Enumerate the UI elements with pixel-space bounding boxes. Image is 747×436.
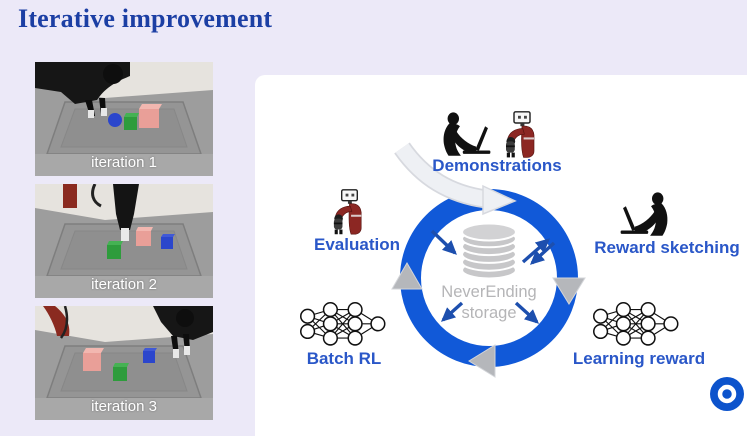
batch-rl-label: Batch RL: [306, 349, 382, 368]
person-at-laptop-mirrored-icon: [620, 192, 668, 236]
iteration-1-photo: iteration 1: [35, 62, 213, 176]
ring-arrowhead-up-icon: [391, 261, 423, 290]
neural-network-learning-reward-icon: [593, 302, 679, 346]
deepmind-logo-icon: [710, 377, 744, 411]
data-flow-arrows: [430, 229, 556, 324]
page-title: Iterative improvement: [18, 4, 273, 33]
arrow-out-to-learning-reward-icon: [514, 301, 540, 324]
iteration-3-label: iteration 3: [91, 398, 157, 415]
storage-label-line2: storage: [461, 304, 517, 322]
robot-arm-icon: [505, 111, 535, 159]
robot-table-scene-2-icon: [35, 184, 213, 298]
iteration-2-photo: iteration 2: [35, 184, 213, 298]
neverending-storage-label: NeverEnding storage: [441, 282, 536, 324]
ring-arrowhead-left-icon: [468, 344, 496, 378]
ring-arrowhead-down-icon: [552, 277, 586, 305]
storage-label-line1: NeverEnding: [441, 283, 537, 301]
learning-reward-label: Learning reward: [572, 349, 706, 368]
demonstrations-label: Demonstrations: [432, 156, 562, 175]
arrow-out-to-batch-rl-icon: [440, 301, 464, 322]
person-at-laptop-icon: [443, 112, 491, 156]
robot-table-scene-1-icon: [35, 62, 213, 176]
robot-arm-evaluation-icon: [333, 189, 362, 235]
iteration-2-label: iteration 2: [91, 276, 157, 293]
reward-sketching-label: Reward sketching: [594, 238, 740, 257]
evaluation-label: Evaluation: [314, 235, 400, 254]
arrow-in-from-demonstrations-icon: [430, 229, 457, 255]
neural-network-batch-rl-icon: [300, 302, 386, 346]
robot-table-scene-3-icon: [35, 306, 213, 420]
iteration-3-photo: iteration 3: [35, 306, 213, 420]
swoosh-arrow-icon: [394, 142, 517, 216]
cycle-direction-arrowheads: [391, 261, 586, 378]
iteration-1-label: iteration 1: [91, 154, 157, 171]
arrow-in-from-reward-sketching-icon: [529, 241, 556, 265]
database-icon: [461, 222, 517, 280]
